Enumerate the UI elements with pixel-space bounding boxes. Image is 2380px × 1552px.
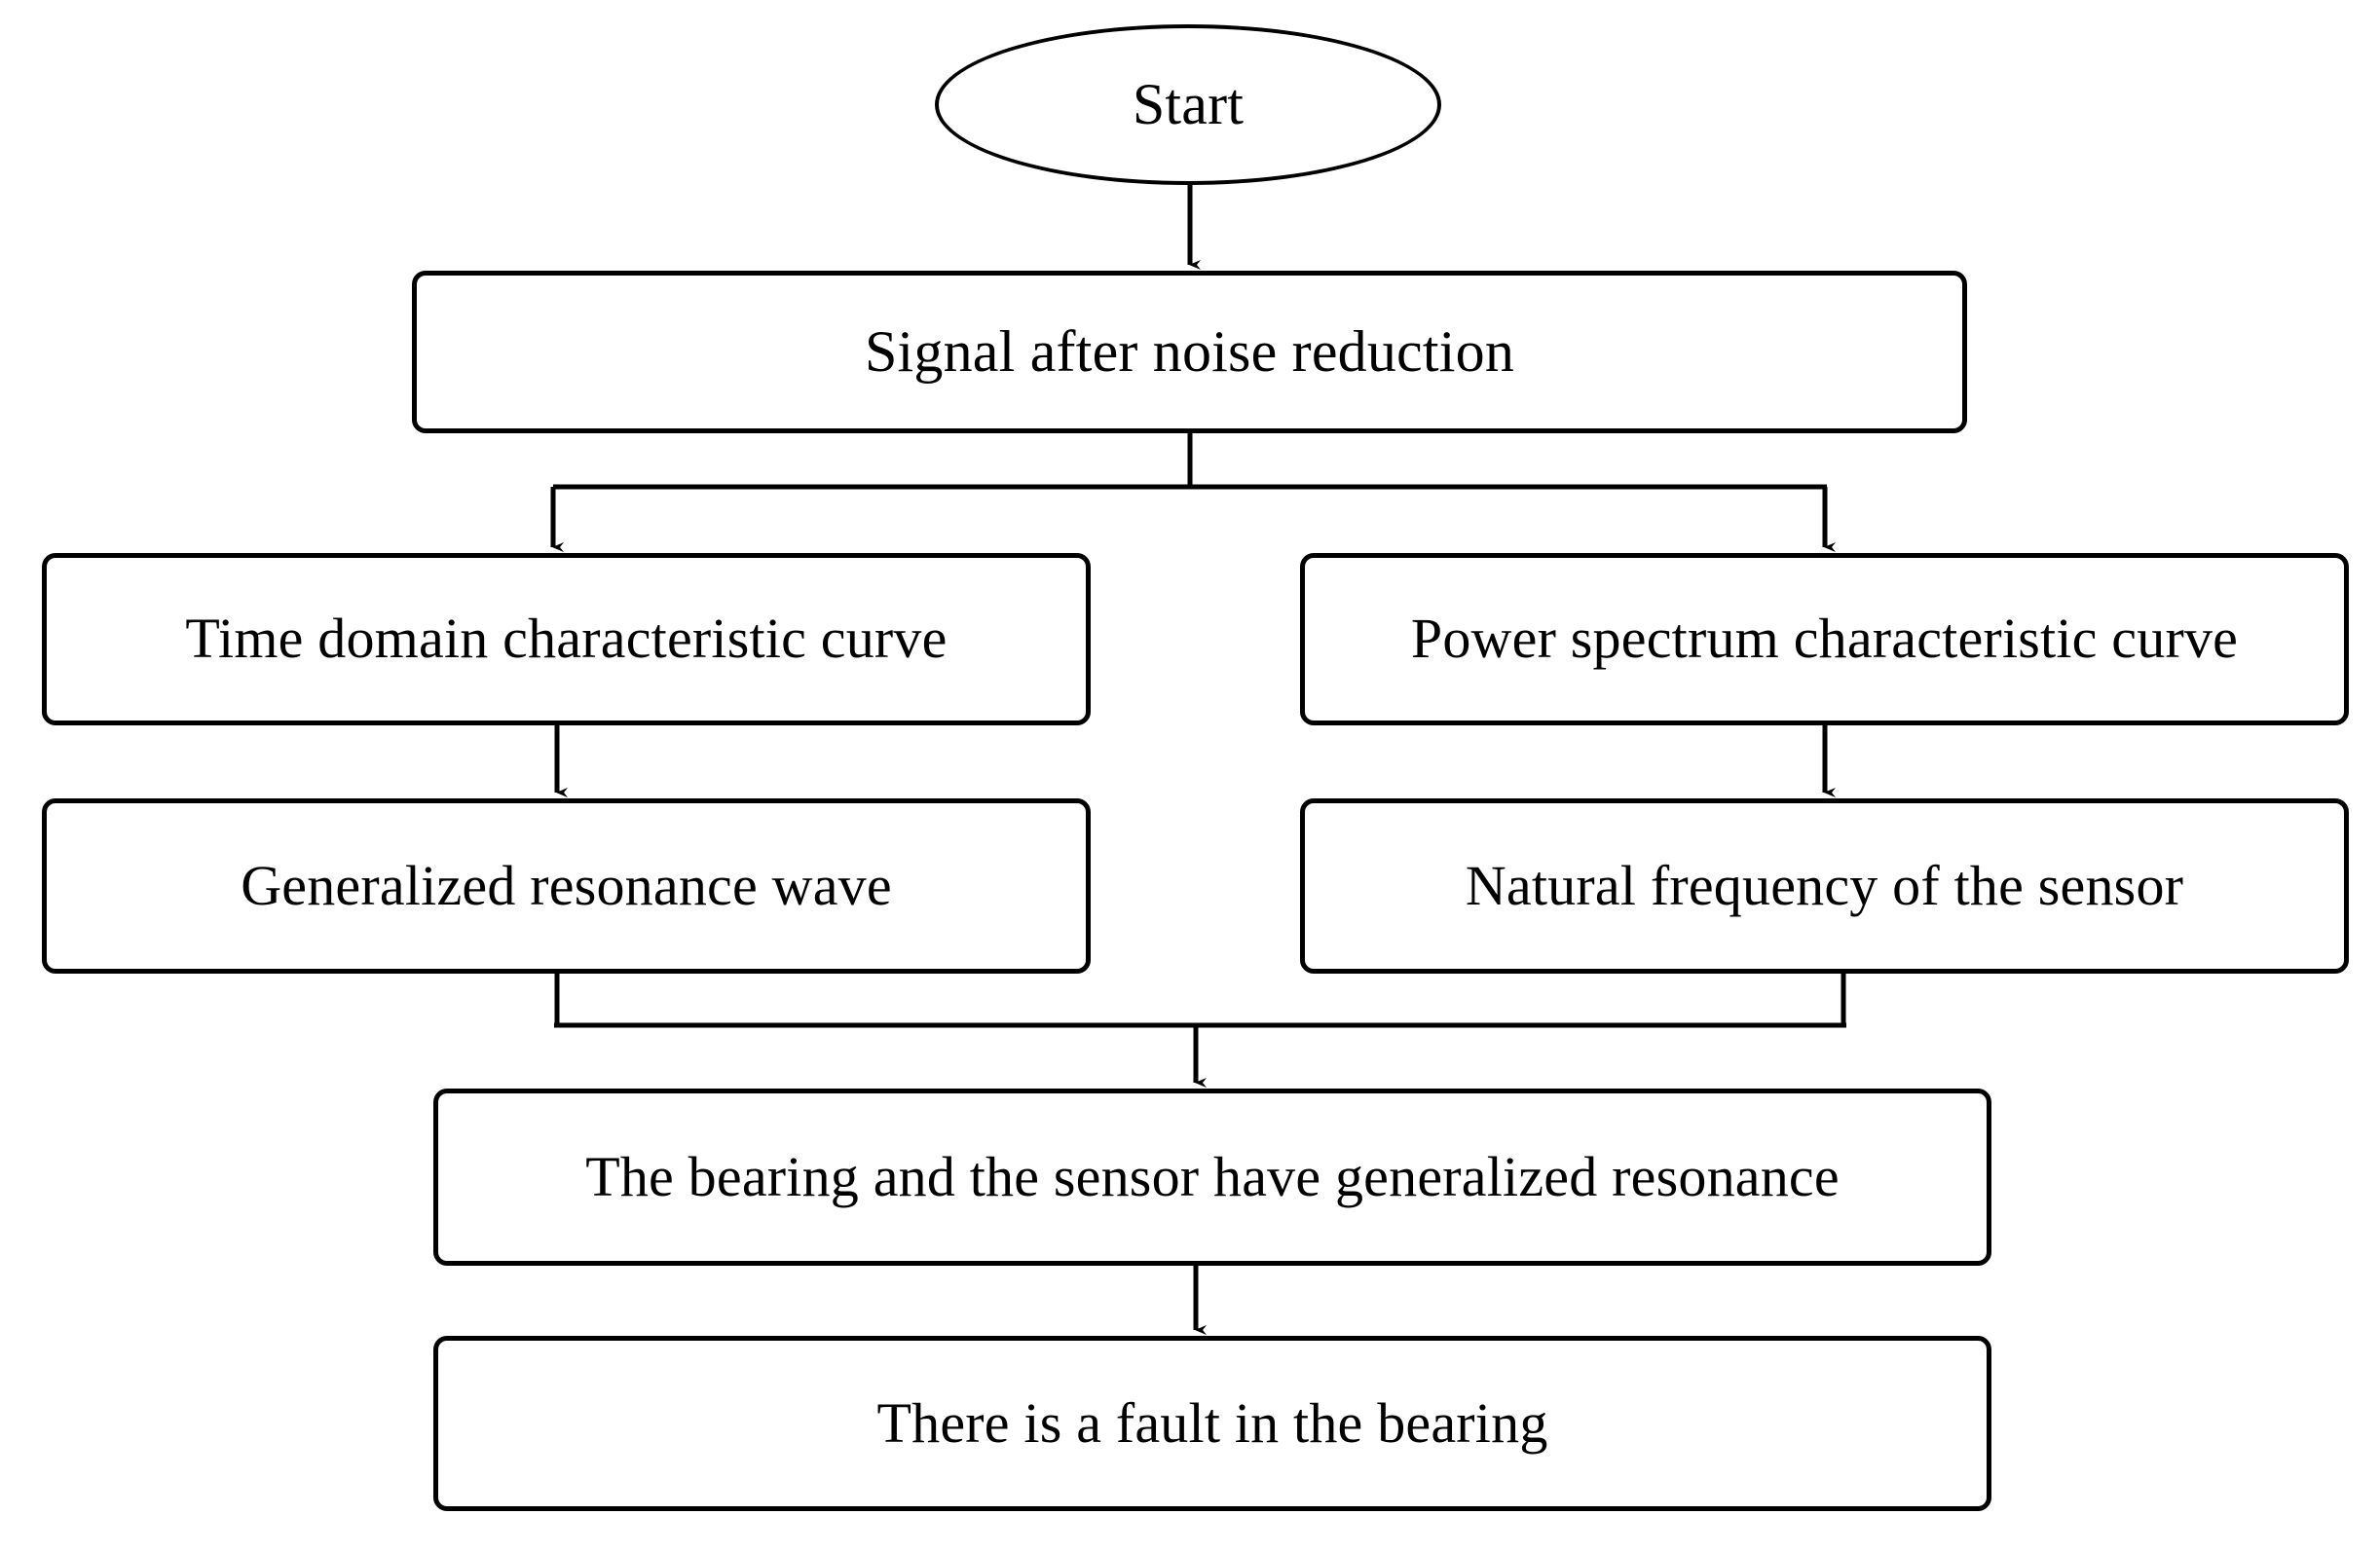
node-natural-frequency-of-the-sensor-label: Natural frequency of the sensor	[1465, 853, 2184, 917]
node-time-domain-characteristic-curve-label: Time domain characteristic curve	[185, 607, 948, 671]
node-start-label: Start	[1132, 72, 1245, 136]
node-power-spectrum-characteristic-curve-label: Power spectrum characteristic curve	[1410, 607, 2239, 671]
node-fault-in-the-bearing-label: There is a fault in the bearing	[876, 1390, 1548, 1455]
node-signal-after-noise-reduction[interactable]: Signal after noise reduction	[412, 271, 1967, 433]
node-signal-after-noise-reduction-label: Signal after noise reduction	[864, 319, 1515, 384]
node-bearing-sensor-generalized-resonance-label: The bearing and the sensor have generali…	[585, 1144, 1840, 1208]
node-generalized-resonance-wave[interactable]: Generalized resonance wave	[42, 798, 1091, 974]
connector-signal-split-bus	[553, 433, 1827, 490]
node-generalized-resonance-wave-label: Generalized resonance wave	[241, 853, 892, 917]
node-bearing-sensor-generalized-resonance[interactable]: The bearing and the sensor have generali…	[433, 1089, 1991, 1266]
connector-merge-bus	[554, 974, 1846, 1028]
node-fault-in-the-bearing[interactable]: There is a fault in the bearing	[433, 1336, 1991, 1511]
node-time-domain-characteristic-curve[interactable]: Time domain characteristic curve	[42, 553, 1091, 725]
node-start[interactable]: Start	[935, 24, 1441, 185]
node-natural-frequency-of-the-sensor[interactable]: Natural frequency of the sensor	[1300, 798, 2349, 974]
node-power-spectrum-characteristic-curve[interactable]: Power spectrum characteristic curve	[1300, 553, 2349, 725]
